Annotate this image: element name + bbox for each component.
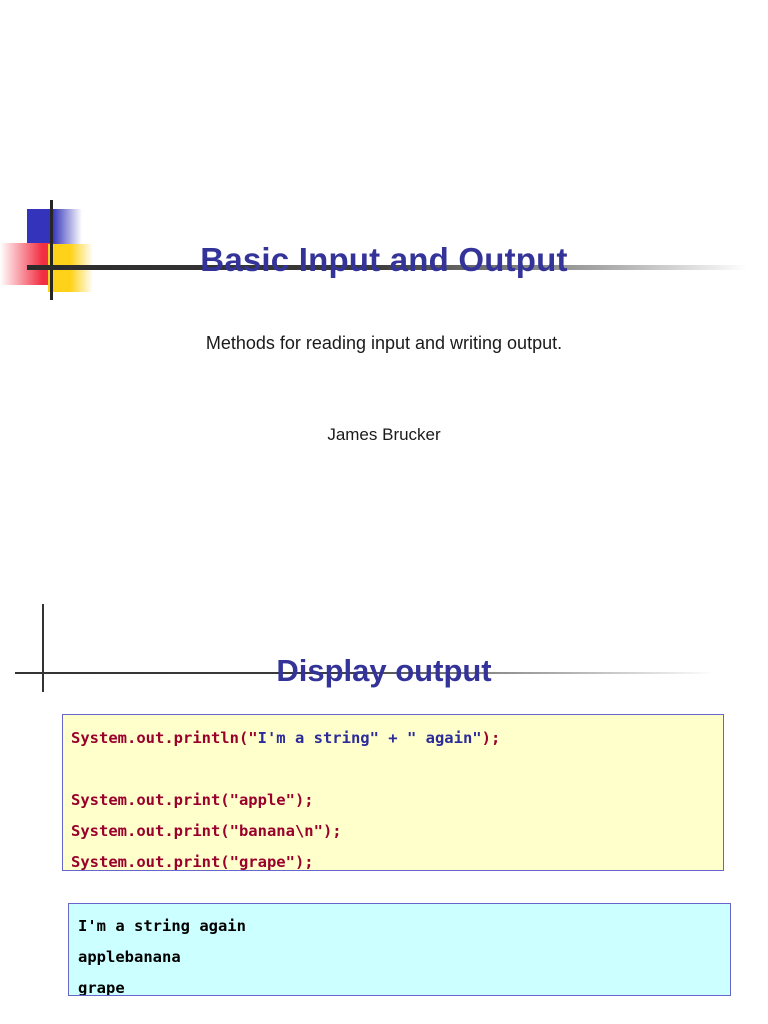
output-line: grape [78, 978, 125, 996]
vertical-rule-decoration [42, 604, 44, 692]
output-line: applebanana [78, 947, 181, 966]
output-line: I'm a string again [78, 916, 246, 935]
code-string-literal: I'm a string" + " again" [257, 728, 482, 747]
vertical-rule-decoration [50, 200, 53, 300]
slide-title: Basic Input and Output [200, 241, 568, 279]
title-slide: Basic Input and Output Methods for readi… [0, 200, 747, 444]
program-output-block: I'm a string again applebanana grape [68, 902, 731, 996]
code-line: System.out.print("banana\n"); [71, 816, 723, 847]
code-line: System.out.print("apple"); [71, 785, 723, 816]
code-token: ); [481, 728, 501, 747]
title-horizontal-rule [27, 265, 747, 270]
slide-subtitle: Methods for reading input and writing ou… [205, 333, 563, 353]
code-line: System.out.println("I'm a string" + " ag… [71, 723, 723, 754]
code-token: System.out.print("banana\n"); [71, 821, 342, 840]
heading-horizontal-rule [15, 672, 715, 674]
code-line: System.out.print("grape"); [71, 847, 723, 871]
code-token: System.out.print("grape"); [71, 852, 314, 871]
display-output-slide: Display output System.out.println("I'm a… [0, 590, 768, 1024]
red-square-decoration [0, 243, 56, 285]
code-token: System.out.print("apple"); [71, 790, 314, 809]
code-token: System.out.println(" [71, 728, 258, 747]
java-code-block: System.out.println("I'm a string" + " ag… [62, 713, 724, 871]
slide-author: James Brucker [327, 425, 441, 444]
slide-title: Display output [276, 652, 492, 688]
code-line [71, 754, 723, 785]
